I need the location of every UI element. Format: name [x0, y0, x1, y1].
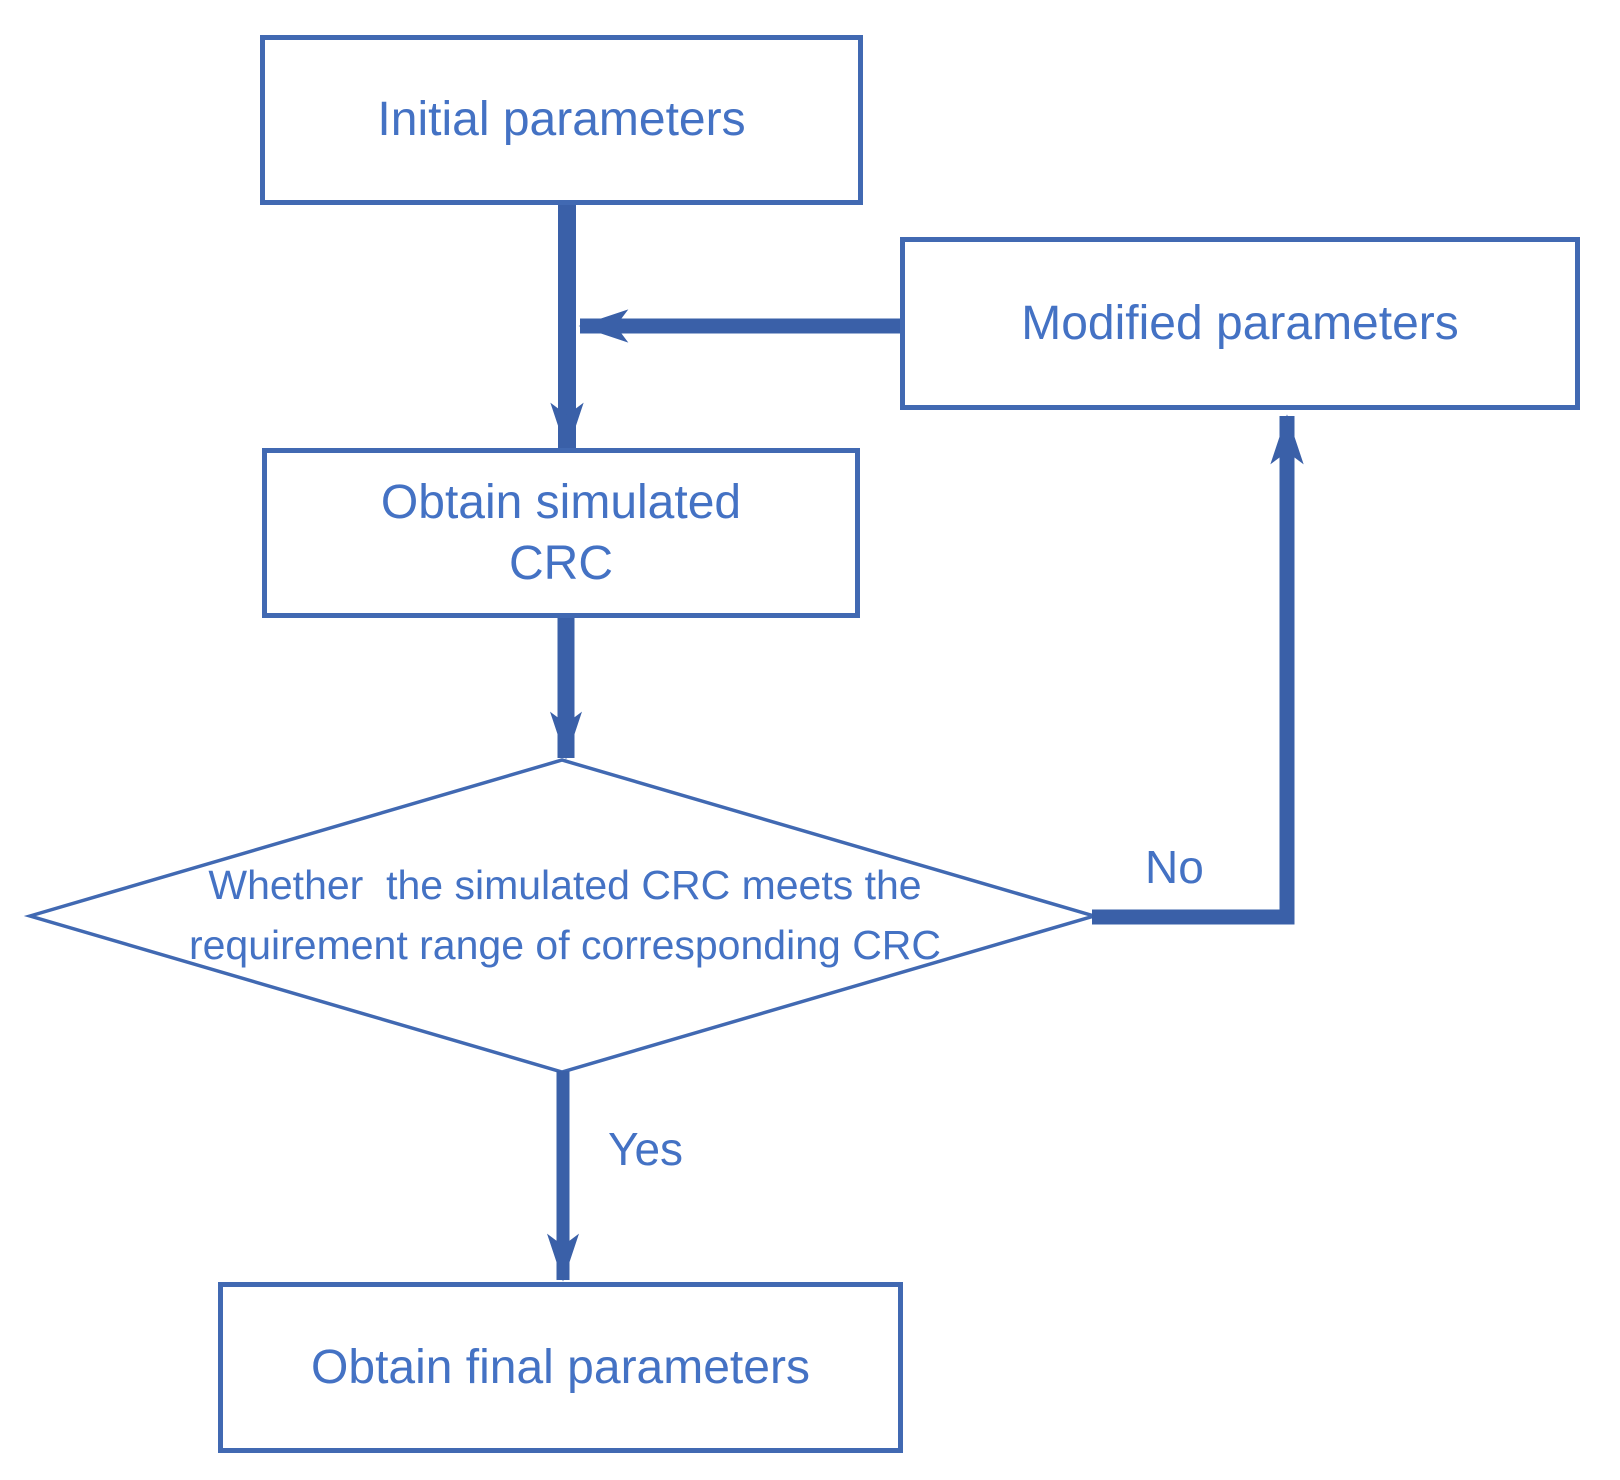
node-label-line-2: CRC: [509, 537, 613, 590]
node-label-line-1: Obtain simulated: [380, 475, 742, 529]
decision-label-line-1: Whether the simulated CRC meets the: [208, 862, 922, 908]
flowchart-node-decision-label: Whether the simulated CRC meets the requ…: [40, 765, 1090, 1065]
flowchart-node-obtain-final-parameters: Obtain final parameters: [218, 1282, 903, 1453]
flowchart-node-initial-parameters: Initial parameters: [260, 35, 863, 205]
node-label: Obtain final parameters: [311, 1340, 810, 1394]
edge-label-no: No: [1145, 841, 1204, 893]
flowchart-node-modified-parameters: Modified parameters: [900, 237, 1580, 410]
flowchart-node-obtain-simulated-crc: Obtain simulated CRC: [262, 448, 860, 618]
arrow-decision-no-to-modified: [1092, 414, 1304, 925]
node-label: Initial parameters: [377, 93, 746, 147]
node-label: Modified parameters: [1021, 296, 1459, 350]
decision-label-line-2: requirement range of corresponding CRC: [188, 922, 942, 968]
edge-label-yes: Yes: [608, 1123, 684, 1175]
